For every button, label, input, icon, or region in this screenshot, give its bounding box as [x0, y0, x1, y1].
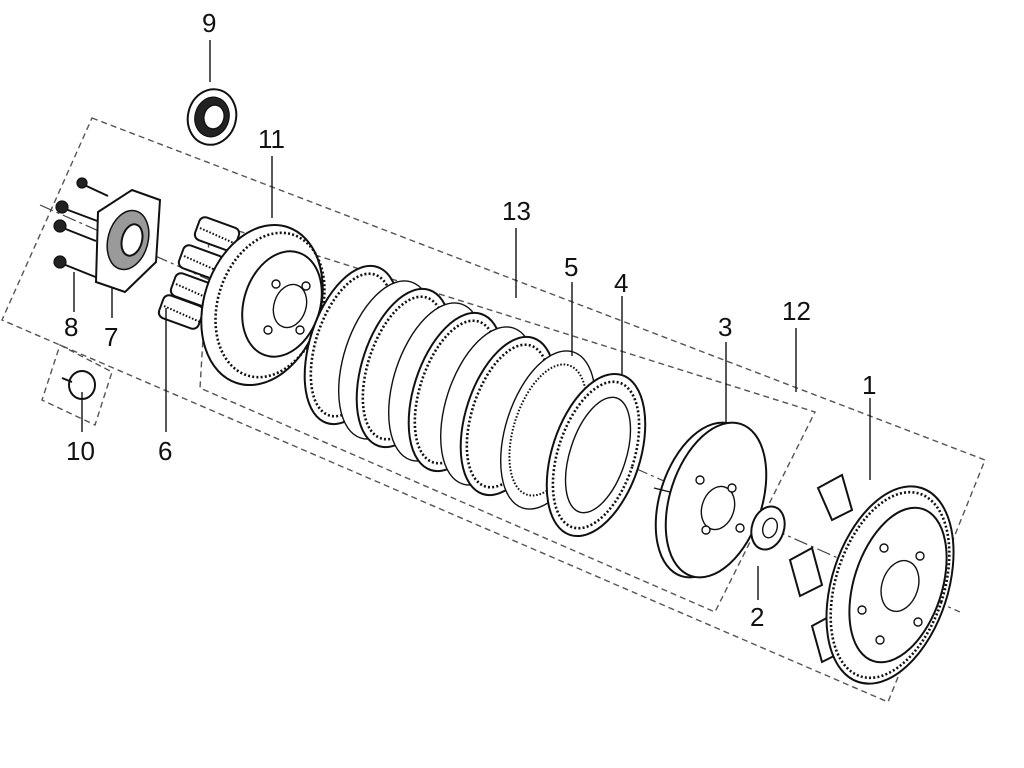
callout-7: 7: [104, 322, 118, 352]
callout-1: 1: [862, 370, 876, 400]
bearing-part: [186, 88, 238, 146]
disc-stack: [303, 264, 597, 510]
flange-bolts-part: [53, 177, 109, 279]
callout-10: 10: [66, 436, 95, 466]
callout-5: 5: [564, 252, 578, 282]
clutch-outer-part: [788, 473, 955, 685]
callout-13: 13: [502, 196, 531, 226]
lifter-rod-part: [61, 370, 96, 400]
callout-6: 6: [158, 436, 172, 466]
callout-4: 4: [614, 268, 628, 298]
clutch-center-part: [200, 223, 326, 387]
callout-3: 3: [718, 312, 732, 342]
group-box-outer: [1, 117, 986, 703]
lifter-plate-part: [94, 188, 162, 294]
thrust-washer-part: [750, 505, 786, 551]
pressure-plate-part: [653, 421, 768, 579]
friction-disc-part: [545, 372, 647, 538]
callout-2: 2: [750, 602, 764, 632]
callout-9: 9: [202, 8, 216, 38]
leader-lines: [73, 40, 871, 600]
callout-11: 11: [258, 124, 285, 154]
group-box-lifter-rod: [41, 343, 113, 426]
callout-8: 8: [64, 312, 78, 342]
callout-12: 12: [782, 296, 811, 326]
